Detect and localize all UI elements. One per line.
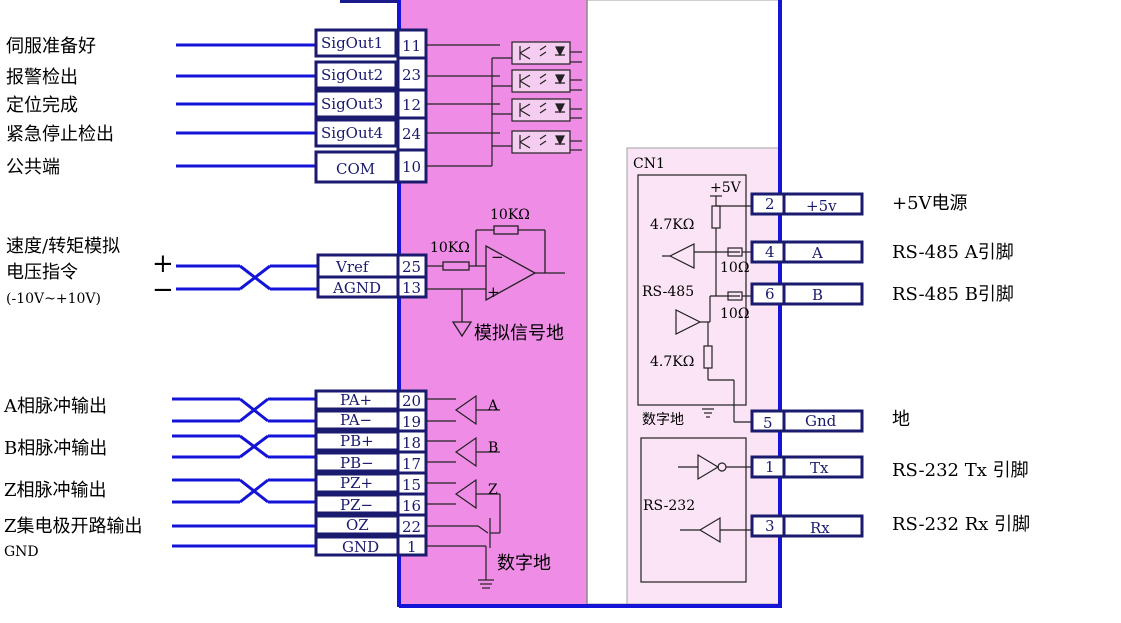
right-label-232tx: RS-232 Tx 引脚 <box>892 460 1029 481</box>
cn1-r47-top: 4.7KΩ <box>650 217 694 233</box>
right-label-232rx: RS-232 Rx 引脚 <box>892 514 1030 535</box>
cn1-rs232: RS-232 <box>643 498 695 514</box>
pin-1: 1 <box>407 538 417 556</box>
label-common: 公共端 <box>6 157 60 178</box>
input-resistor-label: 10KΩ <box>430 240 470 256</box>
driver-b-label: B <box>488 440 498 456</box>
label-estop: 紧急停止检出 <box>6 124 114 145</box>
pin-pzp: PZ+ <box>340 474 373 492</box>
pin-25: 25 <box>402 258 421 276</box>
driver-z-label: Z <box>488 482 498 498</box>
pin-pzm: PZ− <box>340 496 373 514</box>
label-gnd: GND <box>4 544 39 560</box>
pin-sigout4: SigOut4 <box>321 124 383 142</box>
pin-18: 18 <box>402 434 421 452</box>
cn1-r10-a: 10Ω <box>720 260 749 276</box>
pin-13: 13 <box>402 279 421 297</box>
digital-ground-label: 数字地 <box>497 553 551 574</box>
pin-sigout1: SigOut1 <box>321 34 383 52</box>
right-label-485a: RS-485 A引脚 <box>892 242 1014 263</box>
pin-pbm: PB− <box>340 454 374 472</box>
cn1-digital-ground: 数字地 <box>642 412 684 428</box>
right-label-ground: 地 <box>892 409 910 430</box>
cn1-pin-3: 3 <box>765 517 775 535</box>
right-label-power: +5V电源 <box>892 193 968 214</box>
svg-text:+: + <box>487 283 500 301</box>
pin-pap: PA+ <box>340 391 372 409</box>
label-analog-3: (-10V~+10V) <box>6 291 101 307</box>
cn1-title: CN1 <box>633 156 665 172</box>
pin-vref: Vref <box>335 258 370 276</box>
label-servo-ready: 伺服准备好 <box>6 36 96 57</box>
pin-23: 23 <box>402 66 421 84</box>
label-oz: Z集电极开路输出 <box>4 516 143 537</box>
label-plus: + <box>152 249 174 279</box>
pin-11: 11 <box>402 37 421 55</box>
cn1-pin-a: A <box>811 244 823 262</box>
pin-16: 16 <box>402 497 421 515</box>
label-analog-2: 电压指令 <box>6 262 78 283</box>
cn1-rs485: RS-485 <box>642 284 694 300</box>
analog-ground-label: 模拟信号地 <box>474 323 564 344</box>
label-alarm: 报警检出 <box>6 67 78 88</box>
pin-oz: OZ <box>346 516 369 534</box>
pin-12: 12 <box>402 96 421 114</box>
cn1-r10-b: 10Ω <box>720 306 749 322</box>
pin-22: 22 <box>402 518 421 536</box>
pin-gnd: GND <box>342 538 379 556</box>
cn1-pin-2: 2 <box>765 195 775 213</box>
pin-sigout2: SigOut2 <box>321 66 383 84</box>
cn1-pin-5v: +5v <box>806 197 837 215</box>
feedback-resistor-label: 10KΩ <box>490 207 530 223</box>
cn1-pin-tx: Tx <box>810 459 829 477</box>
cn1-pin-1: 1 <box>765 458 775 476</box>
cn1-5v-label: +5V <box>710 180 742 196</box>
pin-sigout3: SigOut3 <box>321 95 383 113</box>
pin-15: 15 <box>402 476 421 494</box>
pin-20: 20 <box>402 392 421 410</box>
label-pz: Z相脉冲输出 <box>4 480 107 501</box>
label-pa: A相脉冲输出 <box>3 396 107 417</box>
pin-17: 17 <box>402 455 421 473</box>
label-minus: − <box>152 275 174 305</box>
cn1-pin-5: 5 <box>763 414 773 432</box>
pin-com: COM <box>336 160 375 178</box>
cn1-pin-rx: Rx <box>810 519 830 537</box>
pin-10: 10 <box>402 158 421 176</box>
pin-pbp: PB+ <box>340 432 374 450</box>
pin-19: 19 <box>402 413 421 431</box>
pin-pam: PA− <box>340 411 372 429</box>
label-analog-1: 速度/转矩模拟 <box>6 236 120 257</box>
driver-a-label: A <box>487 398 499 414</box>
pin-agnd: AGND <box>332 279 381 297</box>
cn1-pin-gnd: Gnd <box>805 412 837 430</box>
cn1-pin-6: 6 <box>765 285 775 303</box>
cn1-r47-bot: 4.7KΩ <box>650 354 694 370</box>
label-pb: B相脉冲输出 <box>4 438 107 459</box>
pin-24: 24 <box>402 125 421 143</box>
svg-text:−: − <box>491 248 504 266</box>
right-label-485b: RS-485 B引脚 <box>892 284 1014 305</box>
cn1-pin-b: B <box>812 286 823 304</box>
label-pos-done: 定位完成 <box>6 95 78 116</box>
cn1-pin-4: 4 <box>765 243 775 261</box>
